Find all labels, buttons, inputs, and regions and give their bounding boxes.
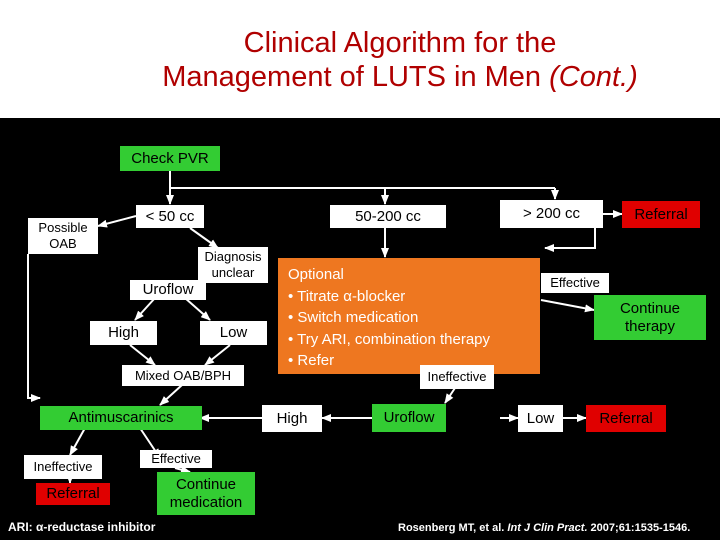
optional-item-4: • Refer [288,352,335,369]
title-line-2-main: Management of LUTS in Men [162,61,550,93]
high-right-box: High [262,405,322,432]
arrow-to-antimuscarinics [159,384,183,406]
continue-therapy-box: Continue therapy [594,295,706,340]
arrow-low-to-mixed [204,344,231,366]
citation: Rosenberg MT, et al. Int J Clin Pract. 2… [398,522,690,534]
lt50-box: < 50 cc [136,205,204,228]
citation-authors: Rosenberg MT, et al. [398,522,508,534]
continue-medication-box: Continue medication [157,472,255,515]
ineffective-left-box: Ineffective [24,455,102,479]
mixed-oab-bph-box: Mixed OAB/BPH [122,365,244,386]
optional-options-box: Optional • Titrate α-blocker • Switch me… [278,258,540,374]
high-left-box: High [90,321,157,345]
uroflow-right-box: Uroflow [372,404,446,432]
optional-item-1: • Titrate α-blocker [288,287,406,305]
uroflow-left-box: Uroflow [130,280,206,300]
ineffective-right-box: Ineffective [420,365,494,389]
title-line-1: Clinical Algorithm for the [243,27,557,59]
effective-left-box: Effective [140,450,212,468]
possible-oab-box: Possible OAB [28,218,98,254]
optional-heading: Optional [288,266,344,283]
arrow-to-low-left [184,297,211,321]
low-right-box: Low [518,405,563,432]
title-line-2: Management of LUTS in Men (Cont.) [0,60,720,94]
arrow-ineffective-to-uroflow [444,387,456,404]
low-left-box: Low [200,321,267,345]
citation-journal: Int J Clin Pract. [507,522,588,534]
arrow-to-high-left [134,297,156,321]
arrow-high-to-mixed [129,344,156,366]
check-pvr-box: Check PVR [120,146,220,171]
page-title: Clinical Algorithm for the Management of… [0,26,720,94]
referral-top-box: Referral [622,201,700,228]
title-header: Clinical Algorithm for the Management of… [0,0,720,118]
arrow-to-ineffective-left [69,427,86,456]
antimuscarinics-box: Antimuscarinics [40,406,202,430]
arrow-to-continue-therapy [540,299,595,313]
abbreviation-note: ARI: α-reductase inhibitor [8,520,156,534]
gt200-box: > 200 cc [500,200,603,228]
arrow-to-diagnosis-unclear [189,227,219,249]
citation-rest: 2007;61:1535-1546. [587,522,691,534]
optional-item-2: • Switch medication [288,309,419,326]
optional-item-3: • Try ARI, combination therapy [288,330,491,348]
line-possible-oab-to-antimuscarinics [27,254,40,399]
referral-right-box: Referral [586,405,666,432]
arrow-to-possible-oab [97,215,137,228]
referral-left-box: Referral [36,483,110,505]
arrow-to-continue-med [174,465,191,474]
effective-right-box: Effective [541,273,609,293]
title-line-2-italic: (Cont.) [549,61,638,93]
mid-range-box: 50-200 cc [330,205,446,228]
diagnosis-unclear-box: Diagnosis unclear [198,247,268,283]
arrow-gt200-loop [544,228,596,252]
